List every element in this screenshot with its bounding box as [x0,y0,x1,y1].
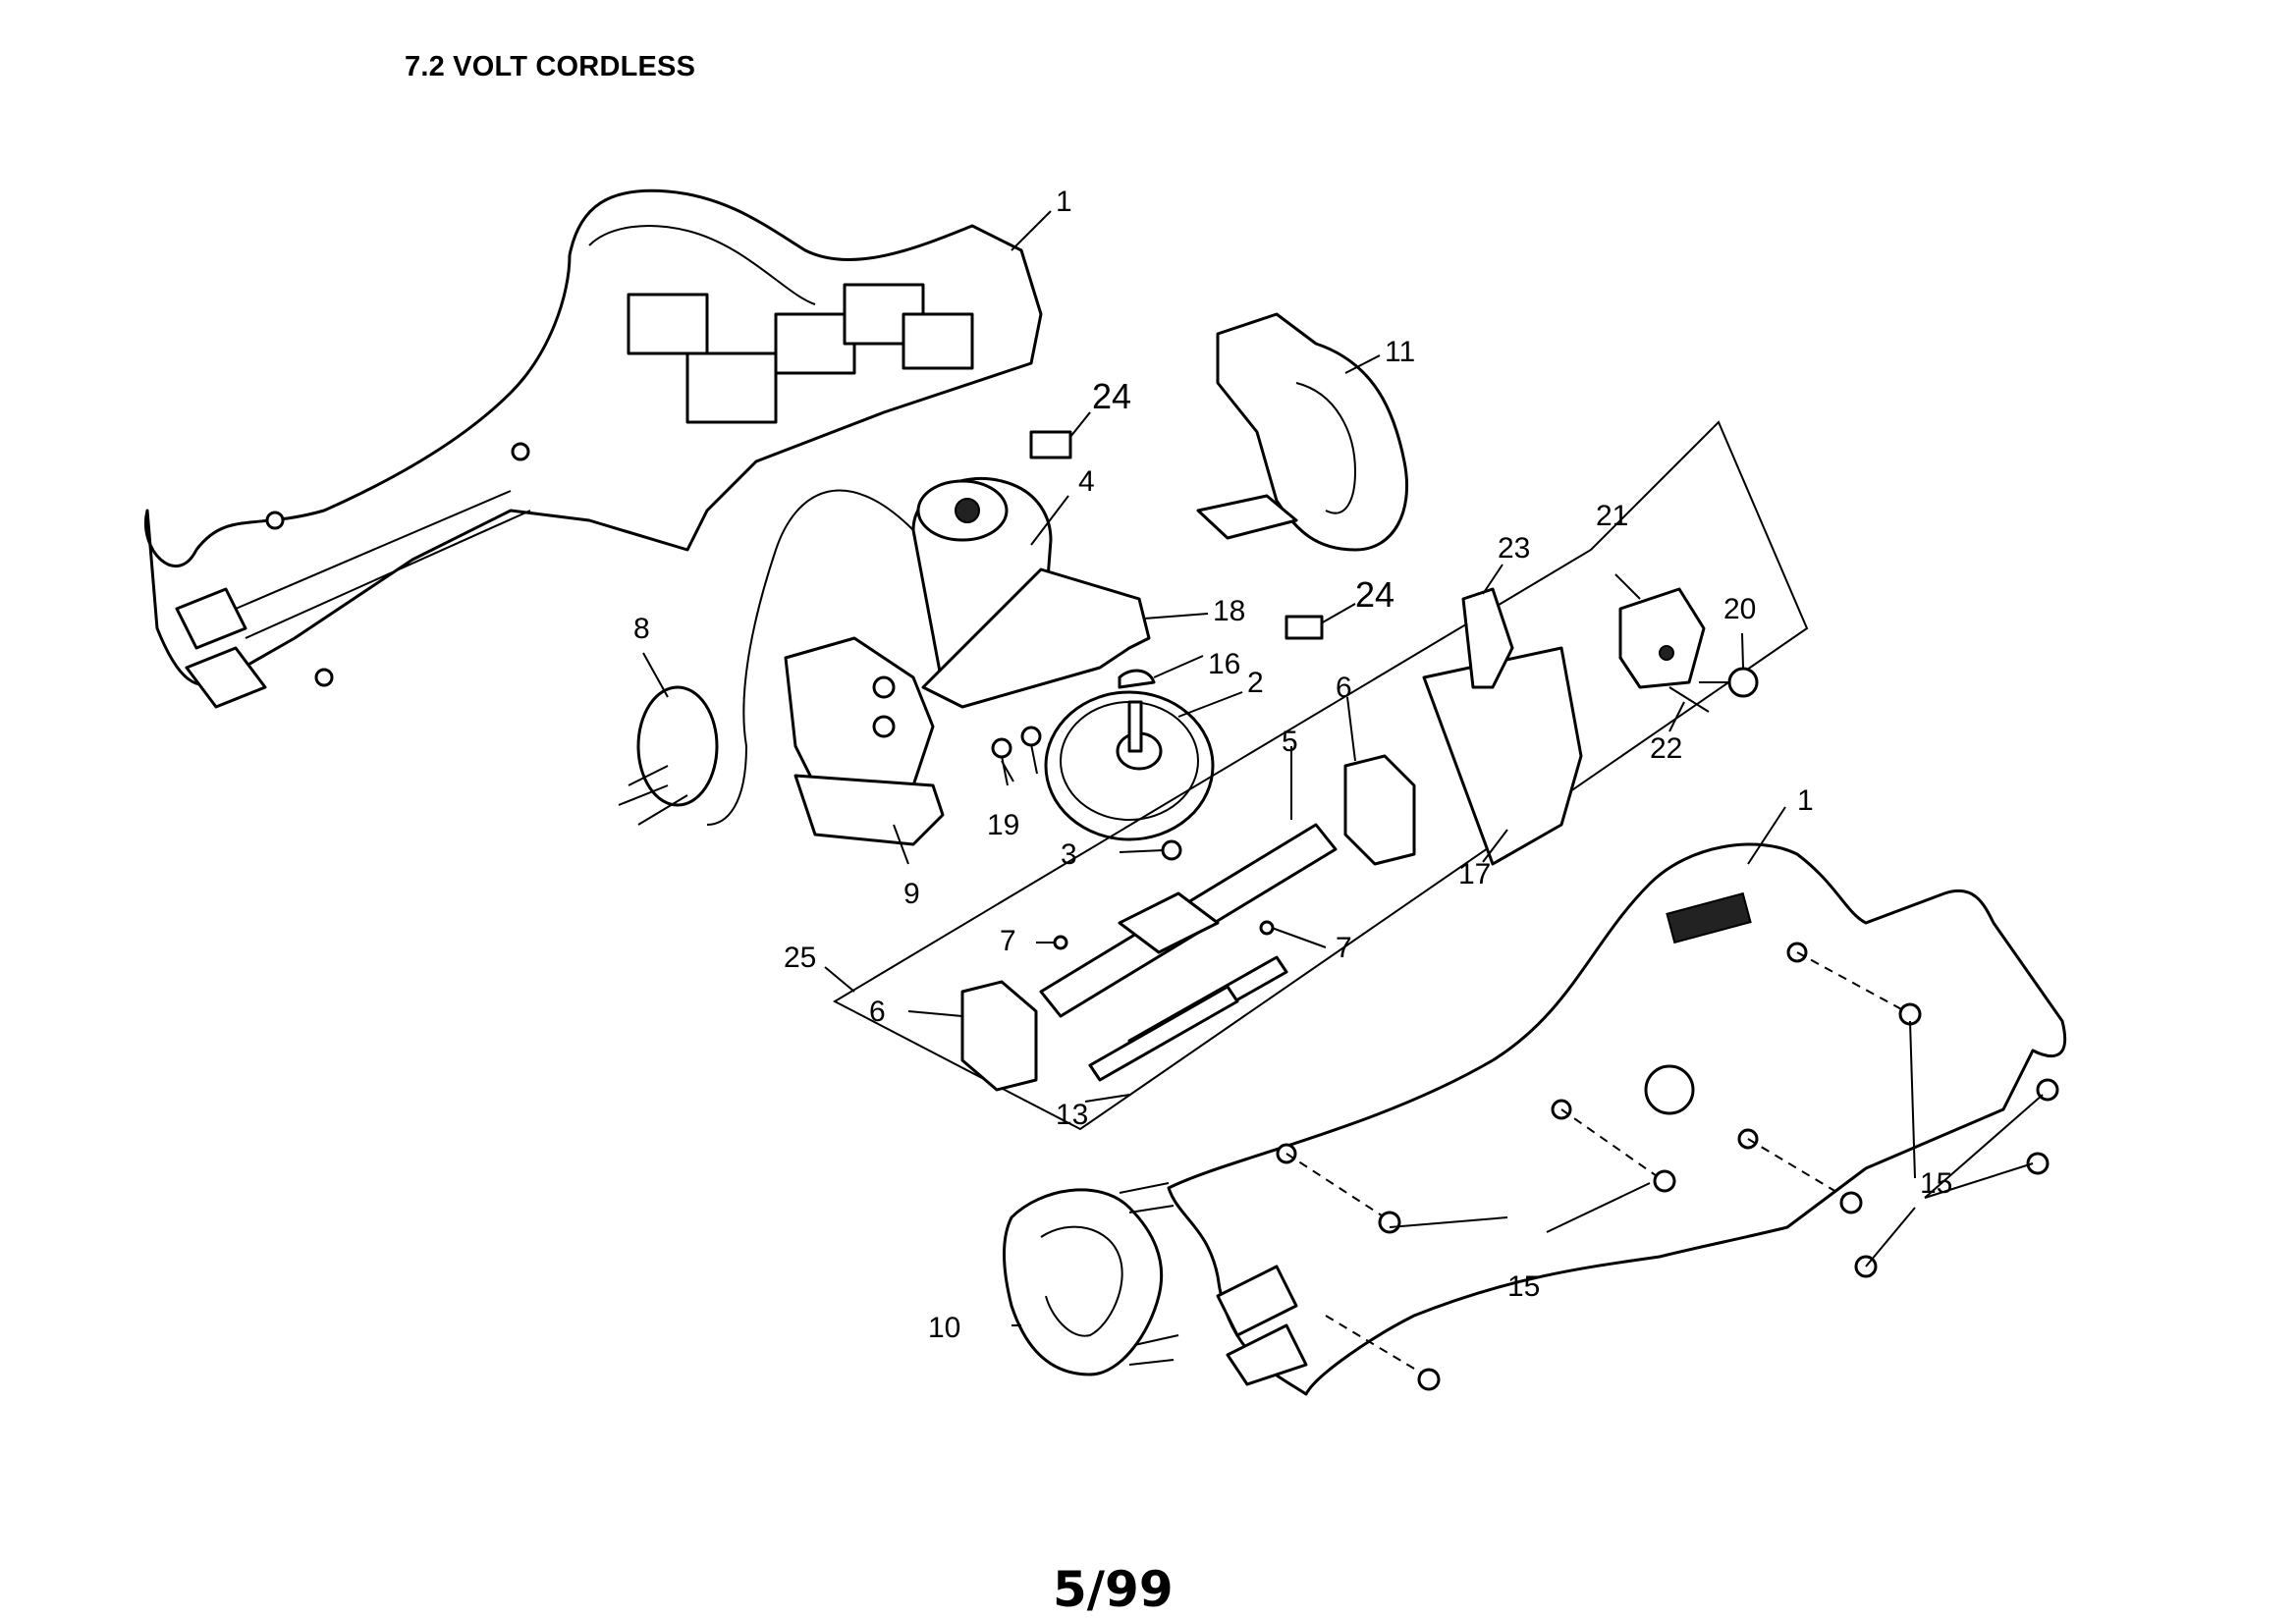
callout-2: 2 [1247,667,1264,699]
washer[interactable] [1161,839,1182,861]
callout-7: 7 [1000,925,1016,957]
callout-5: 5 [1282,726,1298,758]
callout-15: 15 [1507,1270,1540,1303]
callout-1: 1 [1797,784,1814,817]
callout-1: 1 [1056,186,1072,218]
gear-clip[interactable] [1118,669,1156,689]
bushing[interactable] [960,980,1038,1092]
callout-9: 9 [903,878,920,910]
bushing[interactable] [1343,754,1416,866]
plunger-rail[interactable] [1039,823,1338,1082]
clamp-block[interactable] [1618,587,1706,689]
callout-17: 17 [1458,858,1491,890]
callout-23: 23 [1498,532,1530,565]
blade-clamp[interactable] [1461,587,1514,689]
callout-13: 13 [1056,1099,1088,1131]
diagram-title: 7.2 VOLT CORDLESS [405,51,696,82]
blade-guide-plate[interactable] [1422,646,1583,866]
callout-7: 7 [1336,932,1352,964]
clamp-screw[interactable] [1699,667,1759,698]
end-cap[interactable] [1003,1182,1179,1376]
contact-pad[interactable] [1029,430,1072,459]
callout-11: 11 [1385,336,1415,368]
callout-19: 19 [987,809,1019,841]
callout-18: 18 [1213,595,1245,627]
screw-pair[interactable] [991,726,1042,786]
callout-15: 15 [1920,1167,1952,1200]
housing-half-right[interactable] [1167,842,2067,1396]
callout-24: 24 [1092,376,1131,416]
motor-bracket[interactable] [921,567,1151,709]
housing-screws[interactable] [1285,951,2059,1391]
callout-25: 25 [784,942,816,974]
battery-cover[interactable] [1196,312,1409,552]
callout-20: 20 [1723,593,1756,625]
callout-24: 24 [1355,574,1394,615]
callout-6: 6 [1336,672,1352,704]
contact-pad[interactable] [1285,615,1324,640]
motor-wire [706,489,914,826]
housing-half-left[interactable] [144,189,1043,709]
roll-pin[interactable] [1668,686,1710,713]
terminal-block[interactable] [618,685,719,826]
callout-6: 6 [869,996,886,1028]
switch[interactable] [784,636,945,846]
callout-3: 3 [1061,838,1077,871]
callout-8: 8 [633,613,650,645]
gear[interactable] [1044,690,1215,841]
callout-4: 4 [1078,465,1095,498]
callout-21: 21 [1596,500,1628,532]
page-number: 5/99 [1053,1561,1174,1618]
pin[interactable] [1053,935,1068,950]
leader-lines [642,210,2044,1326]
pin[interactable] [1259,920,1275,936]
callout-22: 22 [1650,732,1682,765]
callout-10: 10 [928,1312,960,1344]
callout-16: 16 [1208,648,1240,680]
